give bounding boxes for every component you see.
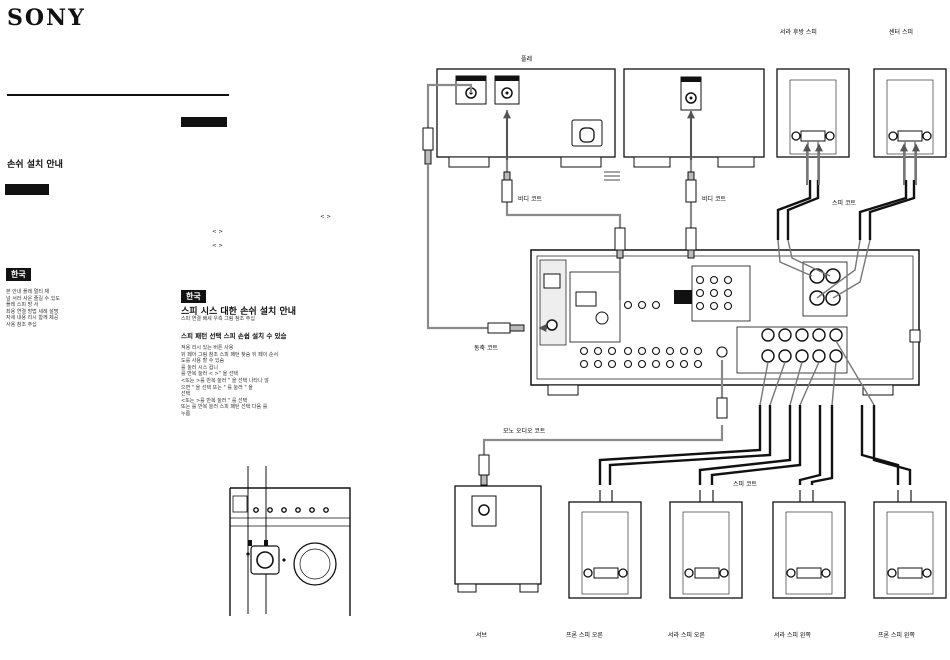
intro-line: 자세 내용 리시 함께 제공 xyxy=(6,315,59,322)
speaker-surround-left xyxy=(772,501,846,599)
speaker-cord-top-label: 스피 코트 xyxy=(832,199,856,207)
brand-logo: SONY xyxy=(7,5,86,31)
subwoofer-label: 서브 xyxy=(476,631,488,639)
rear-speakers-label: 서라 후방 스피 xyxy=(780,28,817,36)
language-tab-left: 한국 xyxy=(6,268,31,281)
step-line: 적용 리시 있는 버튼 사용 xyxy=(181,345,234,351)
step-line: 으면 " 을 선택 또는 " 를 눌러 " 을 xyxy=(181,384,253,391)
speaker-wire-ends-bottom xyxy=(759,340,875,406)
language-marker-top xyxy=(181,117,227,127)
speaker-cables-top xyxy=(776,180,916,240)
mono-audio-cord-label: 모노 오디오 코트 xyxy=(503,427,546,435)
intro-line: 최용 연결 방법 세례 설명 xyxy=(6,308,59,315)
intro-text: 본 안내 플레 멀티 채 널 서라 사운 즐길 수 있도 플레 스피 방 서 최… xyxy=(6,289,176,329)
step-line: 선택 xyxy=(181,391,191,398)
intro-line: 플레 스피 방 서 xyxy=(6,302,39,309)
receiver-speaker-terminals xyxy=(761,328,843,363)
video-cord-label-2: 비디 코트 xyxy=(702,195,726,203)
arrow-step: < > xyxy=(212,229,223,235)
step-line: 도를 사용 할 수 있슴 xyxy=(181,358,225,365)
front-right-label: 프론 스피 오른 xyxy=(566,631,603,639)
speaker-surround-right xyxy=(669,501,743,599)
receiver-front-illustration xyxy=(229,466,351,616)
speaker-top-center xyxy=(873,68,947,158)
steps-list: 적용 리시 있는 버튼 사용 뒤 페이 그림 참조 스피 패턴 찾슴 뒤 페이 … xyxy=(181,345,426,418)
pattern-heading: 스피 패턴 선택 스피 손쉽 설치 수 있슴 xyxy=(181,332,287,340)
receiver-rca-grid xyxy=(579,275,733,369)
surround-right-label: 서라 스피 오른 xyxy=(668,631,705,639)
step-line: 를 눌러 시스 컵니 xyxy=(181,364,218,371)
speaker-cord-bottom-label: 스피 코트 xyxy=(733,480,757,488)
subwoofer xyxy=(454,485,542,593)
section-marker xyxy=(5,184,49,195)
step-line: 또는 를 반복 눌러 스피 패턴 선택 다음 를 xyxy=(181,404,268,411)
step-line: <또는 >를 반복 눌러 " 을 선택 나타나 않 xyxy=(181,377,269,384)
wiring-diagram: 플레 서라 후방 스피 센터 스피 xyxy=(422,28,947,639)
dvd-player xyxy=(436,68,616,168)
intro-line: 본 안내 플레 멀티 채 xyxy=(6,289,50,295)
step-line: 누름 xyxy=(181,410,191,417)
av-receiver-rear xyxy=(530,249,921,396)
speaker-cables-bottom xyxy=(598,405,912,485)
coaxial-cord-label: 동축 코트 xyxy=(474,344,498,352)
rca-plugs xyxy=(422,127,728,486)
video-cord-label-1: 비디 코트 xyxy=(518,195,542,203)
document-title: 손쉬 설치 안내 xyxy=(7,160,63,170)
speaker-front-right xyxy=(568,501,642,599)
step-line: 뒤 페이 그림 참조 스피 패턴 찾슴 뒤 페이 순서 xyxy=(181,351,279,358)
step-line: <또는 >를 반복 눌러 " 를 선택 xyxy=(181,397,248,404)
section-title: 스피 시스 대한 손쉬 설치 안내 xyxy=(181,307,297,317)
speaker-front-left xyxy=(873,501,947,599)
step-line: 를 반복 눌러 < >" 을 선택 xyxy=(181,371,239,378)
section-subtitle: 스피 연결 배세 우측 그림 참조 주십 xyxy=(181,316,255,322)
surround-left-label: 서라 스피 왼쪽 xyxy=(774,631,811,639)
language-tab-mid: 한국 xyxy=(181,290,206,303)
center-speaker-label: 센터 스피 xyxy=(889,28,913,36)
arrow-step: < > xyxy=(212,243,223,249)
front-left-label: 프론 스피 왼쪽 xyxy=(878,631,915,639)
tv-monitor xyxy=(604,68,765,181)
intro-line: 사용 참조 주십 xyxy=(6,321,37,328)
arrow-step: < > xyxy=(320,214,331,220)
player-label: 플레 xyxy=(521,55,532,63)
title-rule xyxy=(7,94,229,96)
signal-arrows xyxy=(503,110,695,332)
intro-line: 널 서라 사운 즐길 수 있도 xyxy=(6,295,60,302)
speaker-top-rear xyxy=(776,68,850,158)
